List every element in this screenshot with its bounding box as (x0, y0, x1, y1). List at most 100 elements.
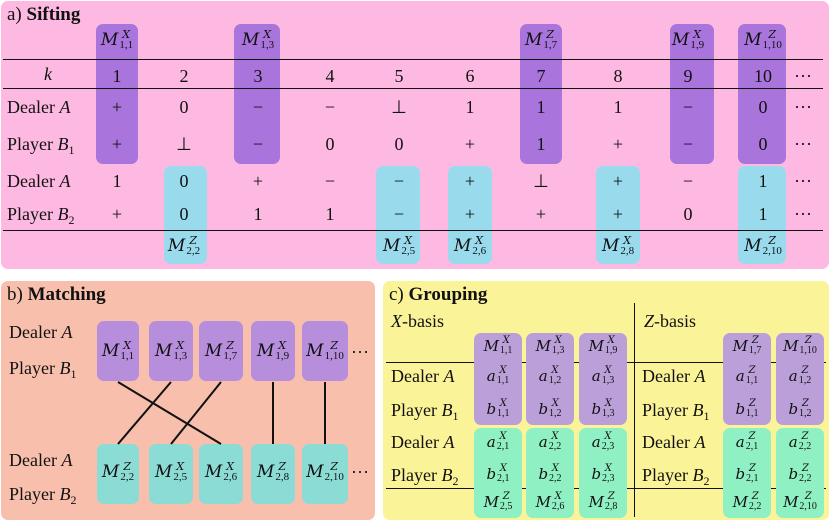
z-basis-label: Z-basis (644, 311, 697, 331)
highlight-col-5 (376, 166, 420, 264)
sifting-cell: − (252, 134, 264, 154)
matching-label-dealer-2: Dealer A (9, 450, 73, 470)
sifting-cell: 1 (536, 134, 546, 154)
grouping-x-label-dealer-1: Dealer A (391, 366, 455, 386)
x-basis-label: X-basis (391, 311, 444, 331)
matching-bottom-box (302, 444, 348, 504)
sifting-cell: 1 (112, 171, 122, 191)
grouping-z-label-dealer-2: Dealer A (642, 432, 706, 452)
match-line (117, 381, 172, 445)
grouping-title: c) Grouping (389, 284, 488, 305)
matching-label-dealer-1: Dealer A (9, 322, 73, 342)
sifting-row-label: Dealer A (7, 97, 71, 117)
k-value: 7 (536, 66, 546, 86)
grouping-z-label-player-2: Player B2 (642, 465, 710, 488)
sifting-cell: 0 (179, 204, 189, 224)
grouping-x-purple-box (526, 333, 574, 425)
k-label: k (44, 64, 52, 84)
sifting-top-rule (3, 59, 823, 61)
matching-label-player-1: Player B1 (9, 358, 77, 381)
sifting-cell: − (324, 97, 336, 117)
sifting-cell: + (464, 171, 476, 191)
sifting-cell: + (111, 134, 123, 154)
matching-bottom-box (251, 444, 295, 504)
ellipsis: ··· (794, 66, 812, 86)
sifting-cell: 1 (758, 204, 768, 224)
sifting-cell: + (111, 204, 123, 224)
grouping-x-label-player-1: Player B1 (391, 400, 459, 423)
sifting-cell: + (535, 204, 547, 224)
match-line (170, 381, 222, 445)
matching-ellipsis: ··· (351, 462, 369, 482)
k-value: 1 (112, 66, 122, 86)
grouping-x-label-player-2: Player B2 (391, 465, 459, 488)
highlight-col-8 (596, 166, 640, 264)
sifting-cell: − (393, 204, 405, 224)
sifting-cell: 0 (683, 204, 693, 224)
grouping-z-label-player-1: Player B1 (642, 400, 710, 423)
sifting-cell: ⊥ (391, 97, 407, 117)
sifting-cell: ⊥ (176, 134, 192, 154)
sifting-cell: 0 (325, 134, 335, 154)
sifting-cell: − (252, 97, 264, 117)
sifting-cell: + (464, 134, 476, 154)
matching-ellipsis: ··· (351, 342, 369, 362)
highlight-col-10-top (738, 24, 786, 164)
k-value: 3 (253, 66, 263, 86)
sifting-header-rule (3, 88, 823, 90)
highlight-col-6 (448, 166, 492, 264)
highlight-col-1 (96, 24, 138, 164)
sifting-cell: − (682, 97, 694, 117)
ellipsis: ··· (794, 204, 812, 224)
matching-top-box (251, 321, 295, 381)
ellipsis: ··· (794, 171, 812, 191)
sifting-cell: 0 (394, 134, 404, 154)
sifting-cell: 1 (325, 204, 335, 224)
k-value: 5 (394, 66, 404, 86)
grouping-x-teal-box (474, 428, 522, 518)
highlight-col-10-bottom (738, 166, 786, 264)
match-line (117, 381, 222, 445)
sifting-cell: − (393, 171, 405, 191)
k-value: 9 (683, 66, 693, 86)
sifting-cell: + (111, 97, 123, 117)
grouping-x-label-dealer-2: Dealer A (391, 432, 455, 452)
sifting-row-label: Dealer A (7, 171, 71, 191)
sifting-cell: 0 (179, 171, 189, 191)
